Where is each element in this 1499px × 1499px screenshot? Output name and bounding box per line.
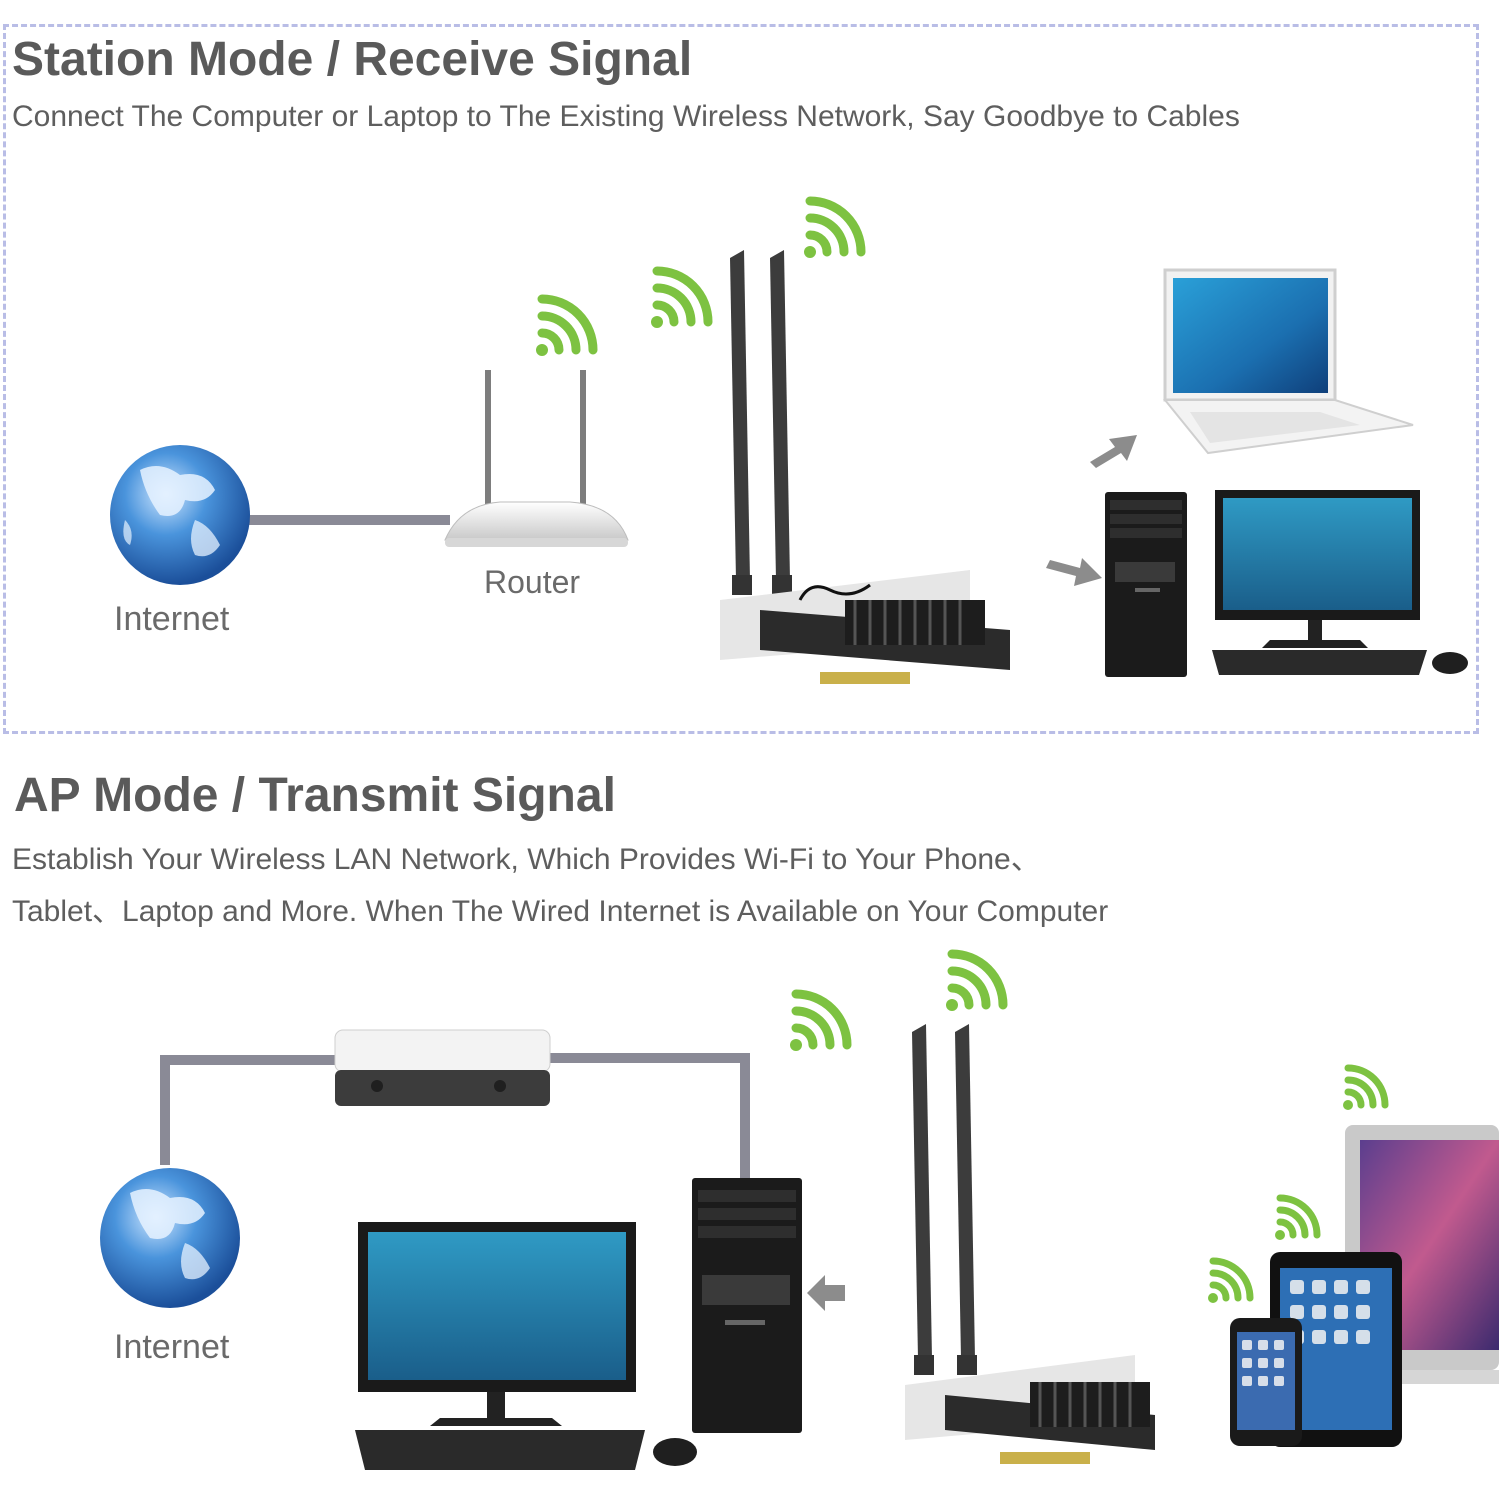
router-wifi-icon [536,294,598,356]
arrow-to-tower-icon [807,1275,845,1311]
arrow-to-laptop-icon [1090,435,1137,468]
station-wifi-card-icon [720,250,1010,684]
laptop-wifi-icon [1343,1064,1389,1110]
card-wifi-icon-right [804,196,866,258]
tablet-wifi-icon [1275,1194,1321,1240]
arrow-to-desktop-icon [1046,558,1102,586]
station-internet-label: Internet [114,600,230,638]
ap-mode-subtitle-line2: Tablet、Laptop and More. When The Wired I… [12,895,1109,928]
ap-tower-pc-icon [692,1178,802,1433]
ap-cables [160,1053,750,1178]
station-mode-subtitle: Connect The Computer or Laptop to The Ex… [12,100,1240,133]
ap-monitor-icon [355,1222,697,1470]
ap-mode-title: AP Mode / Transmit Signal [14,769,616,822]
phone-wifi-icon [1208,1257,1254,1303]
station-mode-title: Station Mode / Receive Signal [12,33,693,86]
station-mode-frame [3,24,1479,734]
ap-globe-icon [100,1168,240,1308]
ap-phone-icon [1230,1318,1302,1446]
station-laptop-icon [1162,268,1414,455]
station-tower-pc-icon [1105,492,1187,677]
ap-wifi-card-icon [905,1024,1155,1464]
station-globe-icon [110,445,250,585]
card-wifi-icon-left [651,266,713,328]
ap-mode-subtitle-line1: Establish Your Wireless LAN Network, Whi… [12,843,1041,876]
ap-card-wifi-icon-left [790,989,852,1051]
ap-card-wifi-icon-right [946,949,1008,1011]
modem-icon [334,1029,551,1106]
station-cable [240,515,450,525]
router-icon [444,370,629,547]
router-label: Router [484,564,581,600]
station-monitor-icon [1212,490,1468,675]
ap-internet-label: Internet [114,1328,230,1366]
